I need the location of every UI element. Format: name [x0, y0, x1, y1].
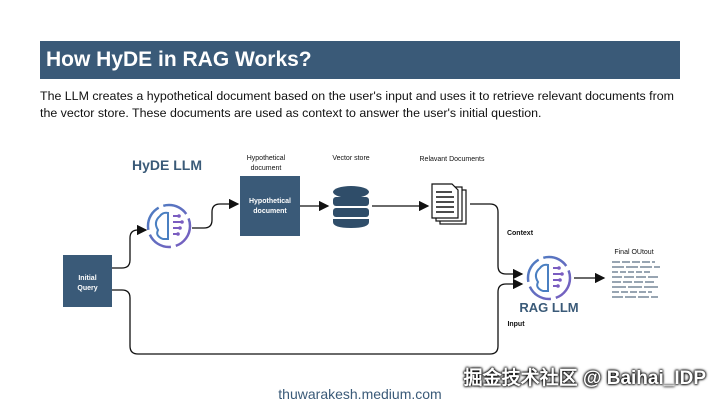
rag-brain-icon	[526, 255, 572, 301]
initial-query-line2: Query	[77, 285, 97, 292]
arrow-hyde-to-doc	[192, 198, 240, 229]
hypo-box-line1: Hypothetical	[249, 198, 291, 205]
vector-store-label: Vector store	[332, 155, 369, 162]
documents-icon	[431, 183, 467, 225]
final-output-label: Final OUtout	[614, 249, 653, 256]
connectors	[112, 198, 606, 355]
footer-credit: thuwarakesh.medium.com	[278, 386, 442, 402]
page-title: How HyDE in RAG Works?	[40, 41, 680, 79]
hyde-brain-icon	[146, 203, 192, 249]
context-label: Context	[507, 230, 534, 237]
input-label: Input	[507, 321, 525, 328]
initial-query-node: Initial Query	[63, 255, 112, 307]
hypo-box-line2: document	[253, 208, 287, 215]
hyde-llm-label: HyDE LLM	[132, 157, 202, 173]
final-output-lines	[612, 261, 660, 298]
relevant-docs-label: Relavant Documents	[420, 156, 485, 163]
rag-llm-label: RAG LLM	[519, 300, 578, 315]
hypothetical-document-node: Hypothetical document	[240, 176, 300, 236]
hypo-caption-line2: document	[251, 165, 282, 172]
arrow-query-to-rag	[112, 278, 524, 355]
arrow-query-to-hyde	[112, 224, 148, 269]
initial-query-line1: Initial	[78, 275, 96, 282]
watermark: 掘金技术社区 @ Baihai_IDP	[463, 368, 706, 389]
hypo-caption-line1: Hypothetical	[247, 155, 286, 162]
description-text: The LLM creates a hypothetical document …	[40, 89, 674, 120]
database-icon	[333, 186, 369, 228]
arrow-docs-to-rag	[470, 203, 524, 280]
